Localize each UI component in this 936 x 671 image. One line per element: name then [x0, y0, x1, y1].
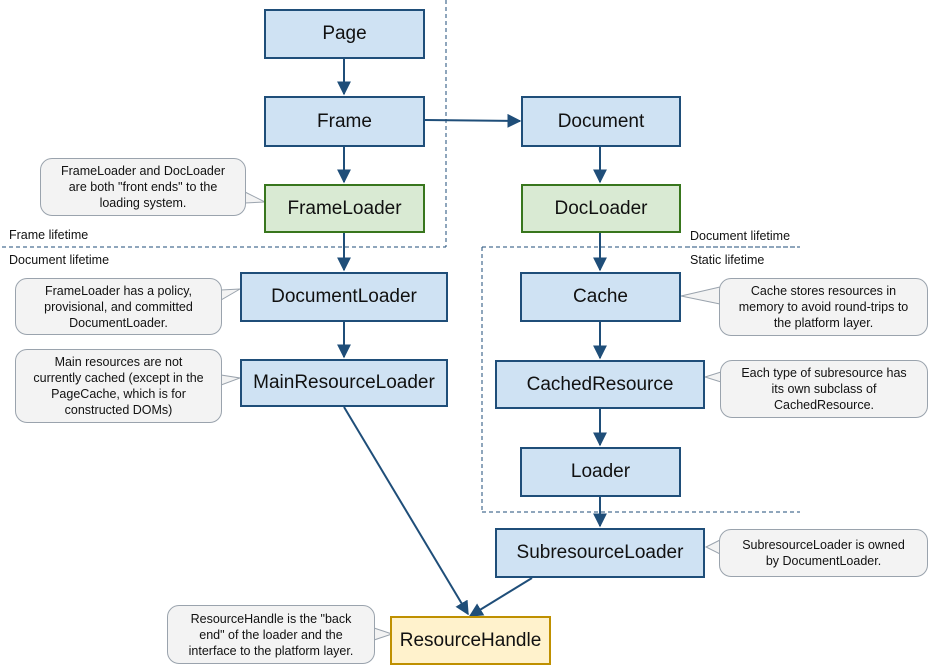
note-line: FrameLoader has a policy, [44, 283, 193, 298]
document-lifetime-label-left: Document lifetime [9, 253, 110, 267]
document-lifetime-label-right: Document lifetime [690, 229, 791, 243]
note-subclass: Each type of subresource has its own sub… [720, 360, 928, 418]
arrow-frame-to-document [424, 113, 522, 128]
note-line: FrameLoader and DocLoader [61, 164, 225, 178]
pointer-frontends [244, 191, 267, 204]
node-loader: Loader [520, 447, 681, 497]
note-line: DocumentLoader. [69, 315, 168, 330]
note-line: loading system. [99, 196, 187, 210]
pointer-subclass [703, 371, 722, 383]
node-page: Page [264, 9, 425, 59]
note-resourcehandle: ResourceHandle is the "back end" of the … [167, 605, 375, 664]
node-cache: Cache [520, 272, 681, 322]
frame-lifetime-label: Frame lifetime [9, 228, 89, 242]
note-line: Each type of subresource has [741, 366, 907, 380]
note-line: constructed DOMs) [64, 403, 173, 417]
node-documentloader: DocumentLoader [240, 272, 448, 322]
note-line: provisional, and committed [44, 299, 193, 314]
pointer-policy [220, 288, 241, 301]
static-lifetime-label: Static lifetime [690, 253, 765, 267]
note-policy: FrameLoader has a policy, provisional, a… [15, 278, 222, 335]
note-line: SubresourceLoader is owned [742, 538, 905, 552]
note-line: memory to avoid round-trips to [738, 300, 909, 314]
note-line: end" of the loader and the [199, 627, 343, 642]
note-line: by DocumentLoader. [765, 554, 882, 568]
note-main-resources: Main resources are not currently cached … [15, 349, 222, 423]
connectors [337, 59, 607, 617]
note-front-ends: FrameLoader and DocLoader are both "fron… [40, 158, 246, 216]
note-line: CachedResource. [773, 398, 875, 412]
note-line: the platform layer. [773, 316, 874, 330]
node-mainresourceloader: MainResourceLoader [240, 359, 448, 407]
node-subresourceloader: SubresourceLoader [495, 528, 705, 578]
arrow-subresourceloader-to-resourcehandle [468, 577, 533, 617]
note-line: interface to the platform layer. [188, 643, 354, 658]
note-subresourceloader: SubresourceLoader is owned by DocumentLo… [719, 529, 928, 577]
note-line: Main resources are not [54, 355, 183, 369]
lifetime-boundaries [2, 0, 800, 513]
note-line: ResourceHandle is the "back [190, 611, 352, 626]
callout-pointers [220, 191, 722, 641]
note-line: PageCache, which is for [51, 387, 186, 401]
node-cachedresource: CachedResource [495, 360, 705, 409]
note-line: Cache stores resources in [750, 284, 897, 298]
pointer-subloader [704, 539, 721, 555]
pointer-cache [680, 286, 721, 305]
note-cache: Cache stores resources in memory to avoi… [719, 278, 928, 336]
note-line: its own subclass of [771, 382, 877, 396]
node-document: Document [521, 96, 681, 147]
note-line: currently cached (except in the [33, 371, 204, 385]
node-frame: Frame [264, 96, 425, 147]
note-line: are both "front ends" to the [68, 180, 218, 194]
node-resourcehandle: ResourceHandle [390, 616, 551, 665]
node-docloader: DocLoader [521, 184, 681, 233]
pointer-mainres [220, 374, 242, 386]
arrow-mainresourceloader-to-resourcehandle [343, 406, 469, 616]
node-frameloader: FrameLoader [264, 184, 425, 233]
